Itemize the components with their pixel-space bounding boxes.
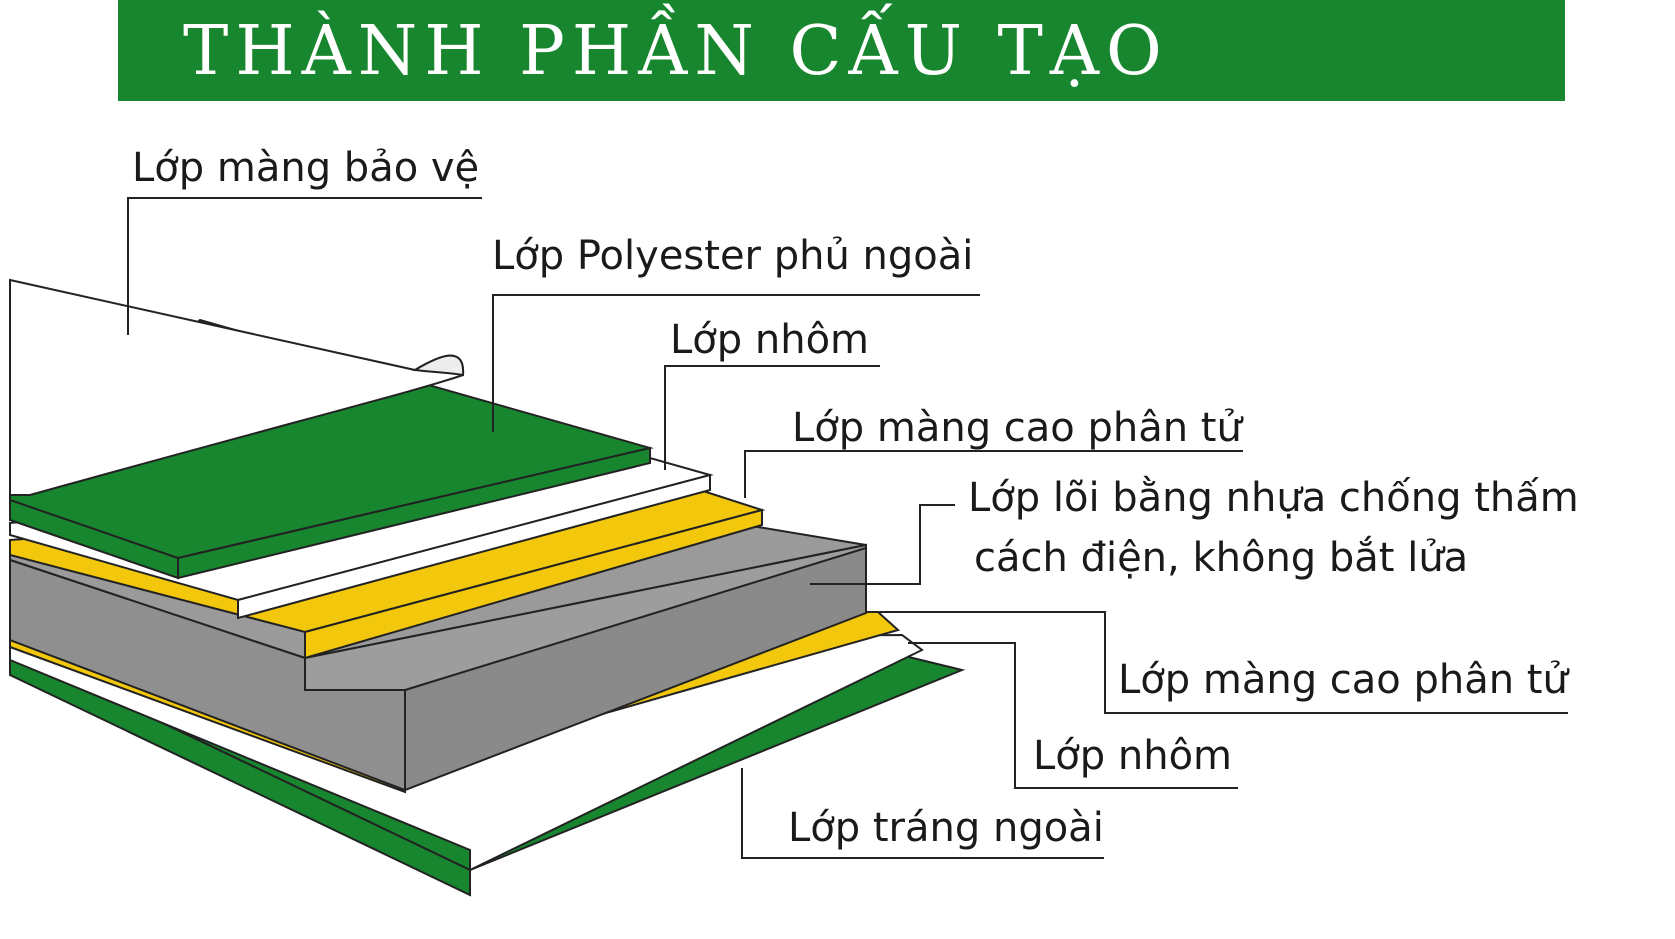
label-aluminum-bottom: Lớp nhôm [1033, 733, 1233, 779]
label-polymer-film-bottom: Lớp màng cao phân tử [1118, 657, 1568, 703]
label-core-line1: Lớp lõi bằng nhựa chống thấm [968, 475, 1579, 521]
leader-outer-coating [741, 768, 1104, 859]
leader-core [810, 504, 955, 585]
leader-protective-film [127, 197, 482, 335]
leader-polymer-top [744, 450, 1243, 498]
layer-core-face [304, 543, 867, 691]
title-banner: THÀNH PHẦN CẤU TẠO [118, 0, 1565, 101]
layer-polymer-top-side [304, 508, 763, 660]
leader-polymer-bottom [875, 611, 1568, 714]
layer-aluminum-top-side [237, 473, 711, 620]
label-outer-coating: Lớp tráng ngoài [788, 805, 1104, 851]
label-polymer-film-top: Lớp màng cao phân tử [792, 405, 1242, 451]
layer-outer-coating-side [9, 648, 471, 897]
layer-polyester-front [9, 498, 179, 580]
label-protective-film: Lớp màng bảo vệ [132, 145, 480, 191]
label-aluminum-top: Lớp nhôm [670, 317, 870, 363]
page-title: THÀNH PHẦN CẤU TẠO [183, 12, 1169, 91]
leader-aluminum-bottom [908, 642, 1238, 789]
label-core-line2: cách điện, không bắt lửa [974, 535, 1469, 581]
leader-polyester [492, 294, 980, 432]
protective-film-curl [412, 354, 465, 377]
label-polyester-coating: Lớp Polyester phủ ngoài [492, 233, 974, 279]
leader-aluminum-top [664, 365, 880, 470]
